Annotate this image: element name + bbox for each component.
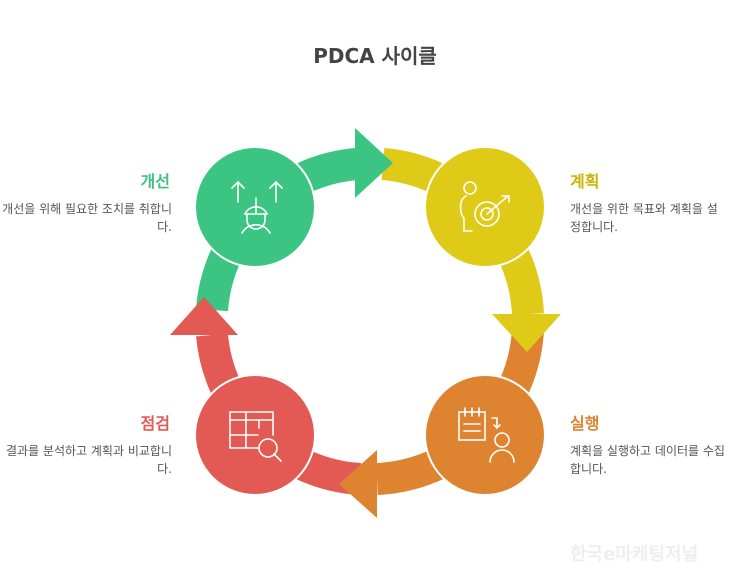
do-label: 실행 [570, 414, 600, 433]
arrowhead-do [339, 450, 377, 518]
table-magnifier-icon [229, 411, 282, 462]
person-target-icon [459, 181, 510, 232]
arrowhead-act [355, 128, 393, 198]
engineer-arrows-icon [231, 180, 283, 234]
watermark-logo: 한국e마케팅저널 [570, 544, 699, 565]
check-label: 점검 [140, 414, 170, 433]
page-title: PDCA 사이클 [313, 44, 437, 68]
check-description: 결과를 분석하고 계획과 비교합니다. [5, 444, 172, 476]
act-label: 개선 [140, 172, 170, 191]
arrowhead-plan [492, 314, 561, 352]
do-description: 계획을 실행하고 데이터를 수집합니다. [570, 444, 725, 476]
plan-description: 개선을 위한 목표와 계획을 설정합니다. [570, 202, 718, 234]
checklist-person-icon [458, 407, 515, 463]
plan-label: 계획 [570, 172, 600, 191]
act-description: 개선을 위해 필요한 조치를 취합니다. [2, 202, 172, 234]
circle-plan [424, 146, 546, 268]
arrowhead-check [170, 297, 238, 335]
